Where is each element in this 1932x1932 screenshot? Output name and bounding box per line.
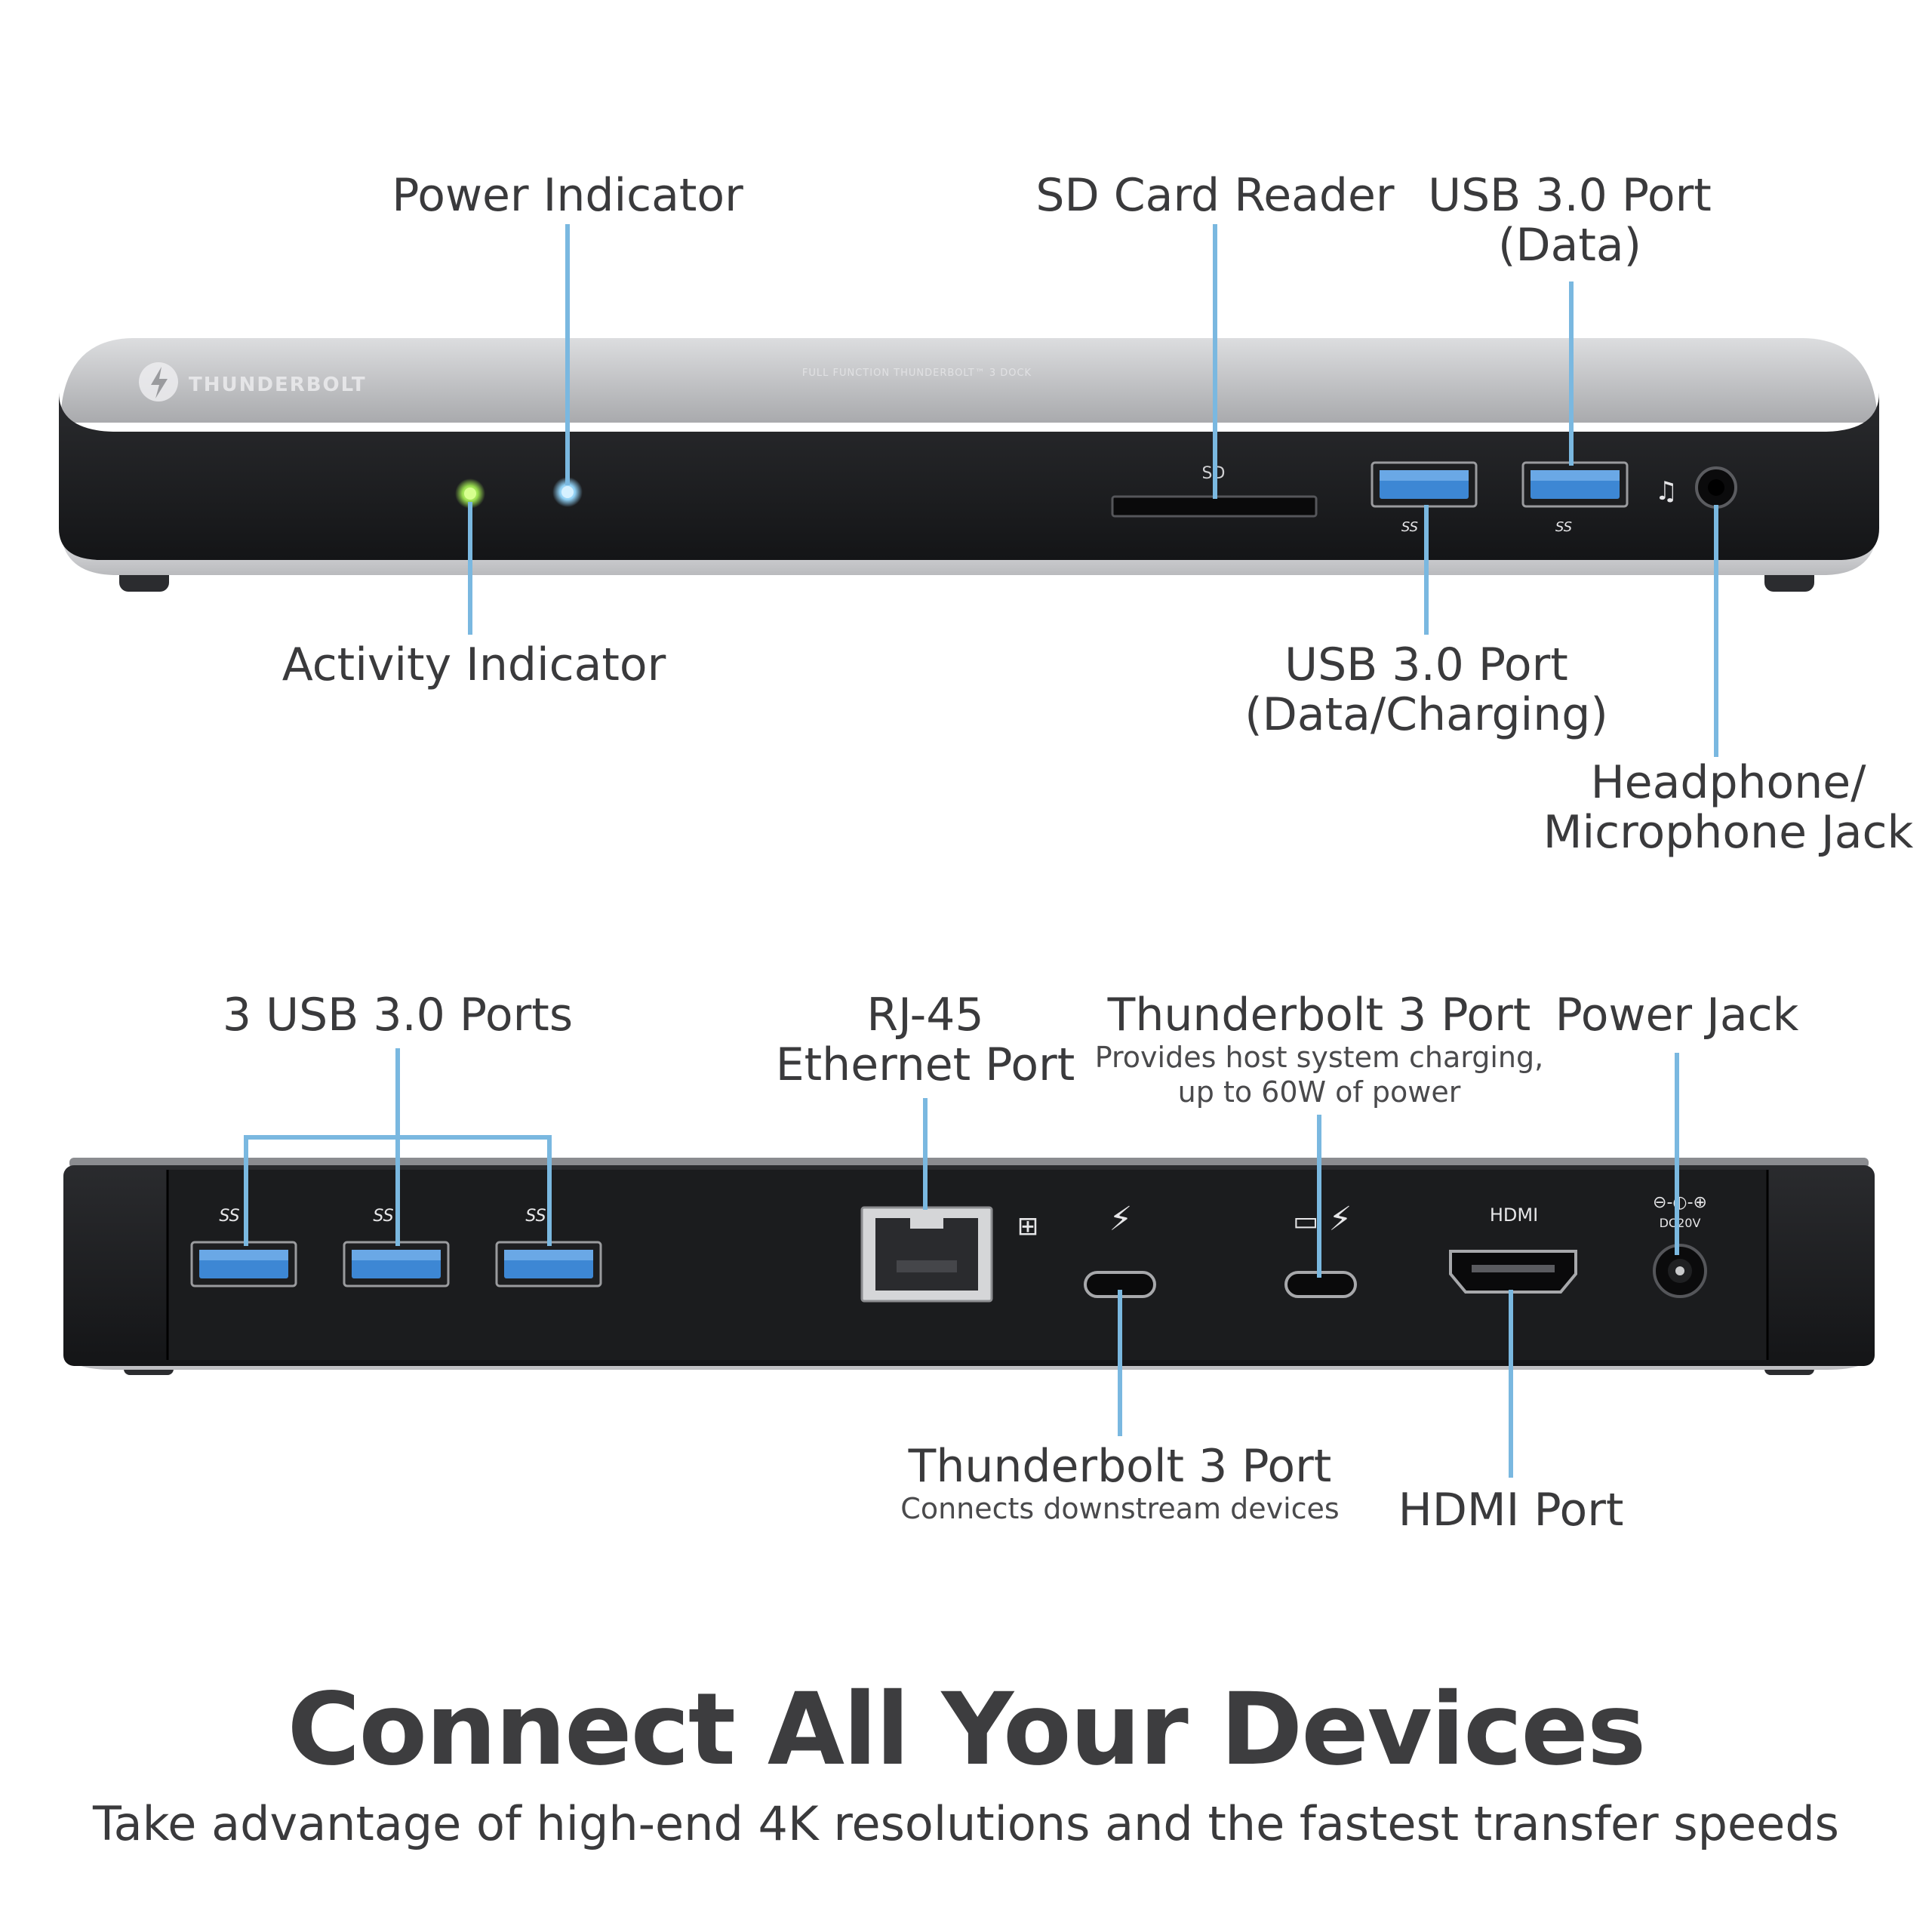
usb-ss-label: SS (1401, 519, 1418, 535)
product-caption: FULL FUNCTION THUNDERBOLT™ 3 DOCK (802, 368, 1032, 379)
label-tb3-downstream-sub: Connects downstream devices (900, 1492, 1340, 1525)
label-sd-card-reader: SD Card Reader (989, 171, 1441, 220)
label-usb-charging-line1: USB 3.0 Port (1284, 638, 1568, 691)
brand-label: THUNDERBOLT (189, 374, 367, 396)
rear-usb-port-2: SS (343, 1207, 450, 1287)
label-headphone-line2: Microphone Jack (1543, 806, 1914, 859)
front-lid (60, 338, 1878, 423)
hdmi-label: HDMI (1490, 1204, 1538, 1226)
thunderbolt-icon: ⚡ (1329, 1200, 1352, 1238)
label-headphone-jack: Headphone/ Microphone Jack (1540, 758, 1917, 857)
label-activity-indicator-text: Activity Indicator (281, 638, 666, 691)
label-power-indicator-text: Power Indicator (392, 169, 743, 222)
label-tb3-downstream-title: Thunderbolt 3 Port (908, 1440, 1332, 1493)
power-polarity-icon: ⊖-◐-⊕ (1653, 1193, 1707, 1212)
front-usb-port-charging: SS (1371, 461, 1478, 535)
label-usb-data-line1: USB 3.0 Port (1428, 169, 1712, 222)
leader-lines (244, 224, 1718, 1478)
label-usb-3-ports-text: 3 USB 3.0 Ports (222, 989, 574, 1041)
usb-ss-label: SS (373, 1207, 393, 1226)
label-tb3-host-sub2: up to 60W of power (1177, 1075, 1461, 1109)
label-tb3-host-sub1: Provides host system charging, (1094, 1041, 1544, 1074)
label-usb-charging-line2: (Data/Charging) (1244, 688, 1608, 741)
label-rj45-line1: RJ-45 (866, 989, 984, 1041)
label-tb3-host: Thunderbolt 3 Port Provides host system … (1085, 990, 1553, 1110)
headline: Connect All Your Devices (287, 1672, 1647, 1788)
sd-card-slot (1111, 495, 1318, 518)
thunderbolt-icon: ⚡ (1109, 1200, 1133, 1238)
label-activity-indicator: Activity Indicator (240, 640, 708, 690)
label-power-jack: Power Jack (1535, 990, 1819, 1040)
label-rj45-line2: Ethernet Port (775, 1038, 1075, 1091)
label-hdmi-port-text: HDMI Port (1398, 1484, 1624, 1537)
dock-rear-view: SS SS SS ⊞ ⚡ ▭ ⚡ (63, 1158, 1875, 1375)
rear-usb-port-1: SS (190, 1207, 297, 1287)
power-rating-label: DC20V (1660, 1216, 1701, 1230)
label-power-indicator: Power Indicator (341, 171, 794, 220)
headset-icon: ♫ (1655, 476, 1678, 506)
label-usb-data-line2: (Data) (1497, 219, 1642, 272)
label-power-jack-text: Power Jack (1555, 989, 1799, 1041)
label-sd-card-reader-text: SD Card Reader (1035, 169, 1395, 222)
dock-front-view: THUNDERBOLT FULL FUNCTION THUNDERBOLT™ 3… (59, 338, 1879, 592)
network-icon: ⊞ (1017, 1211, 1039, 1241)
laptop-icon: ▭ (1293, 1206, 1318, 1237)
label-tb3-host-title: Thunderbolt 3 Port (1107, 989, 1531, 1041)
front-usb-port-data: SS (1521, 461, 1629, 535)
usb-ss-label: SS (219, 1207, 239, 1226)
label-headphone-line1: Headphone/ (1590, 756, 1866, 809)
usb-ss-label: SS (1555, 519, 1572, 535)
rj45-port (860, 1206, 993, 1303)
rear-usb-port-3: SS (495, 1207, 602, 1287)
usb-ss-label: SS (525, 1207, 546, 1226)
label-usb-data: USB 3.0 Port (Data) (1381, 171, 1758, 270)
subheadline: Take advantage of high-end 4K resolution… (93, 1796, 1839, 1851)
label-tb3-downstream: Thunderbolt 3 Port Connects downstream d… (894, 1441, 1346, 1526)
label-rj45: RJ-45 Ethernet Port (737, 990, 1114, 1090)
label-usb-3-ports: 3 USB 3.0 Ports (171, 990, 624, 1040)
label-usb-charging: USB 3.0 Port (Data/Charging) (1215, 640, 1638, 740)
label-hdmi-port: HDMI Port (1360, 1485, 1662, 1535)
